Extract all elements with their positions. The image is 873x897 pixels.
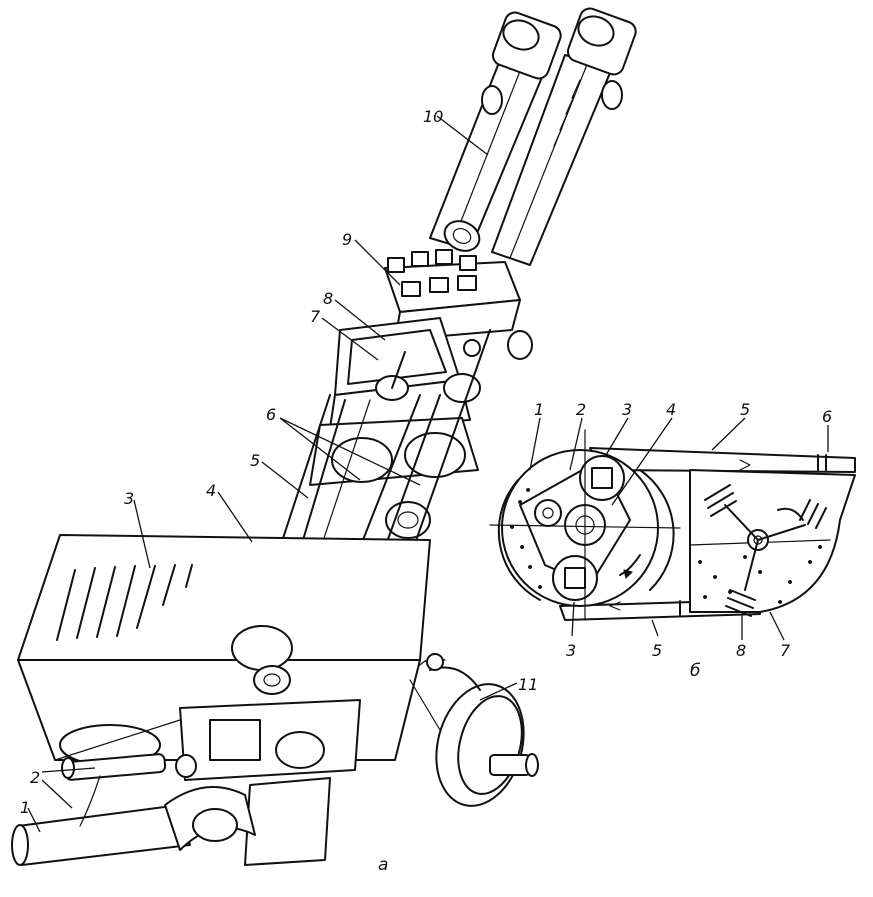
view-b-section: 1 2 3 4 5 6 3 5 8 7 б bbox=[489, 400, 856, 681]
roller-top bbox=[579, 455, 625, 501]
label-b-8: 8 bbox=[736, 641, 746, 660]
label-b-3-top: 3 bbox=[622, 400, 632, 419]
tube-end-cap-right bbox=[566, 7, 637, 76]
label-a-9: 9 bbox=[342, 230, 352, 249]
roller-bottom bbox=[552, 555, 598, 601]
hopper-slots bbox=[56, 564, 193, 641]
label-b-4: 4 bbox=[666, 400, 676, 419]
leaders-a bbox=[27, 115, 518, 833]
label-a-10: 10 bbox=[423, 107, 443, 126]
label-a-11: 11 bbox=[518, 675, 538, 694]
leaders-b bbox=[529, 417, 829, 641]
injector-tube bbox=[61, 753, 197, 781]
agitator-paddles bbox=[704, 484, 827, 617]
mixer-hopper bbox=[689, 469, 856, 617]
view-a-caption: а bbox=[378, 855, 388, 875]
labels-a: 10 9 8 7 6 5 4 3 2 1 11 а bbox=[20, 107, 538, 875]
view-b-caption: б bbox=[690, 661, 700, 681]
label-b-5-bottom: 5 bbox=[652, 641, 662, 660]
label-a-6: 6 bbox=[266, 405, 276, 424]
label-b-3-bottom: 3 bbox=[566, 641, 576, 660]
label-b-6: 6 bbox=[822, 407, 832, 426]
label-b-5-top: 5 bbox=[740, 400, 750, 419]
label-a-2: 2 bbox=[30, 768, 40, 787]
label-a-3: 3 bbox=[124, 489, 134, 508]
label-b-7: 7 bbox=[780, 641, 791, 660]
label-a-8: 8 bbox=[323, 289, 333, 308]
label-a-4: 4 bbox=[206, 481, 216, 500]
feed-pipe bbox=[11, 753, 256, 866]
label-a-7: 7 bbox=[310, 307, 321, 326]
label-a-5: 5 bbox=[250, 451, 260, 470]
rotor bbox=[489, 429, 681, 621]
view-a-machine: 10 9 8 7 6 5 4 3 2 1 11 а bbox=[11, 7, 637, 875]
tube-end-cap-left bbox=[491, 11, 562, 80]
labels-b: 1 2 3 4 5 6 3 5 8 7 б bbox=[534, 400, 832, 681]
pump-wheel bbox=[409, 653, 539, 807]
label-a-1: 1 bbox=[20, 798, 30, 817]
label-b-2: 2 bbox=[576, 400, 586, 419]
guide-tubes bbox=[429, 7, 637, 266]
label-b-1: 1 bbox=[534, 400, 544, 419]
